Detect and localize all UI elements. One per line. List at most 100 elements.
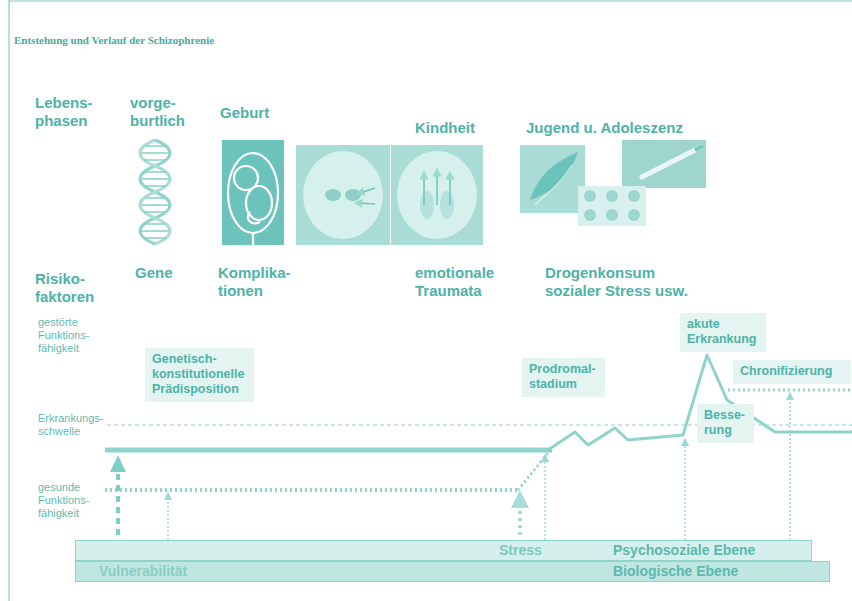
dna-helix-part-part [141,204,169,206]
course-graph-part-part [684,442,685,540]
level-band: Stress Psychosoziale Ebene [75,540,812,561]
fetus-picture-part [228,153,278,245]
drug-pictures-part [578,186,646,226]
dna-helix-part-part [144,211,166,213]
drug-pictures-part [535,165,572,205]
drug-pictures-part-part [628,209,640,221]
brain-scans-part [325,189,341,201]
brain-scans-part-part [449,175,451,205]
brain-scans-part [303,151,383,239]
brain-scans-part-part [436,172,438,205]
dna-helix-part-part [145,145,165,147]
level-band: Vulnerabilität Biologische Ebene [75,561,830,582]
drug-pictures [520,140,706,226]
brain-scans [296,145,483,245]
course-graph-part-part [167,496,168,540]
course-graph-part [105,488,518,492]
phase-heading: Jugend u. Adoleszenz [526,119,683,137]
drug-pictures-part [530,152,578,200]
course-graph-part [116,474,120,538]
phase-box: Prodromal- stadium [522,358,605,397]
brain-scans-part-part [360,188,375,193]
course-graph-part [511,490,529,508]
drug-pictures-part-part [628,190,640,202]
course-graph-part-part [789,396,790,540]
drug-pictures-part-part [584,190,596,202]
risk-factor: Drogenkonsum sozialer Stress usw. [545,264,695,300]
brain-scans-part [440,191,454,219]
dna-helix-part [140,140,170,244]
diagram-title: Entstehung und Verlauf der Schizophrenie [14,34,214,46]
dna-helix-part-part [144,237,166,239]
dna-helix [140,140,170,244]
risk-factor: emotionale Traumata [415,264,494,300]
course-graph-part [728,389,852,392]
dna-helix-part-part [144,171,166,173]
drug-pictures-part [520,145,585,213]
band-text: Stress [499,541,542,560]
fetus-picture-part [222,140,284,245]
brain-scans-part [358,172,450,205]
brain-scans-part [397,151,477,239]
frame-lines-part [8,0,9,601]
phase-box: Besse- rung [697,404,754,443]
risk-factor: Gene [135,264,173,282]
brain-scans-part-part [423,175,425,205]
phase-heading: Geburt [220,104,269,122]
risk-factor: Komplika- tionen [218,264,291,300]
phase-box: Genetisch- konstitutionelle Prädispositi… [145,348,254,402]
brain-scans-part [391,145,483,245]
box-text: Besse- rung [704,408,745,438]
fetus-picture-part-part [228,153,278,233]
dna-helix-part [140,140,170,244]
drug-pictures-part-part [606,190,618,202]
phase-heading: Kindheit [415,119,475,137]
drug-pictures-part-part [584,209,596,221]
band-text: Biologische Ebene [613,562,738,581]
brain-scans-part-part [358,203,375,204]
drug-pictures-part [622,140,706,188]
fetus-picture-part-part [248,212,260,223]
fetus-picture-part-part [246,186,272,220]
drug-pictures-part [695,146,703,150]
dna-helix-part-part [141,230,169,232]
course-graph-part-part [544,458,545,540]
course-graph-part [105,448,552,453]
drug-pictures-part [584,190,640,221]
risk-heading: Risiko- faktoren [35,270,94,306]
axis-label: Erkrankungs- schwelle [38,412,105,438]
course-graph-part [518,511,522,538]
band-text: Psychosoziale Ebene [613,541,755,560]
phase-heading: vorge- burtlich [130,94,185,130]
box-text: Prodromal- stadium [529,362,596,392]
brain-scans-part [420,191,434,219]
drug-pictures-part-part [606,209,618,221]
fetus-picture-part-part [252,233,254,245]
dna-helix-part-part [144,185,166,187]
dna-helix-part [141,146,169,238]
phase-box: Chronifizierung [733,360,851,384]
phase-heading: Lebens- phasen [35,94,93,130]
course-graph-part [110,455,126,472]
box-text: Genetisch- konstitutionelle Prädispositi… [152,352,244,397]
course-graph-part [168,396,790,540]
frame-lines-part [9,0,852,1]
course-graph-part [518,453,548,490]
box-text: akute Erkrankung [687,317,756,347]
box-text: Chronifizierung [740,364,832,379]
axis-label: gesunde Funktions- fähigkeit [38,481,91,520]
band-text: Vulnerabilität [99,562,187,581]
phase-box: akute Erkrankung [680,313,766,352]
fetus-picture [222,140,284,245]
axis-label: gestörte Funktions- fähigkeit [38,316,91,355]
dna-helix-part-part [145,197,165,199]
dna-helix-part-part [144,159,166,161]
dna-helix-part-part [144,223,166,225]
frame-lines [9,0,852,601]
drug-pictures-part [640,150,695,178]
brain-scans-part [296,145,390,245]
dna-helix-part-part [141,178,169,180]
brain-scans-part [345,189,361,201]
